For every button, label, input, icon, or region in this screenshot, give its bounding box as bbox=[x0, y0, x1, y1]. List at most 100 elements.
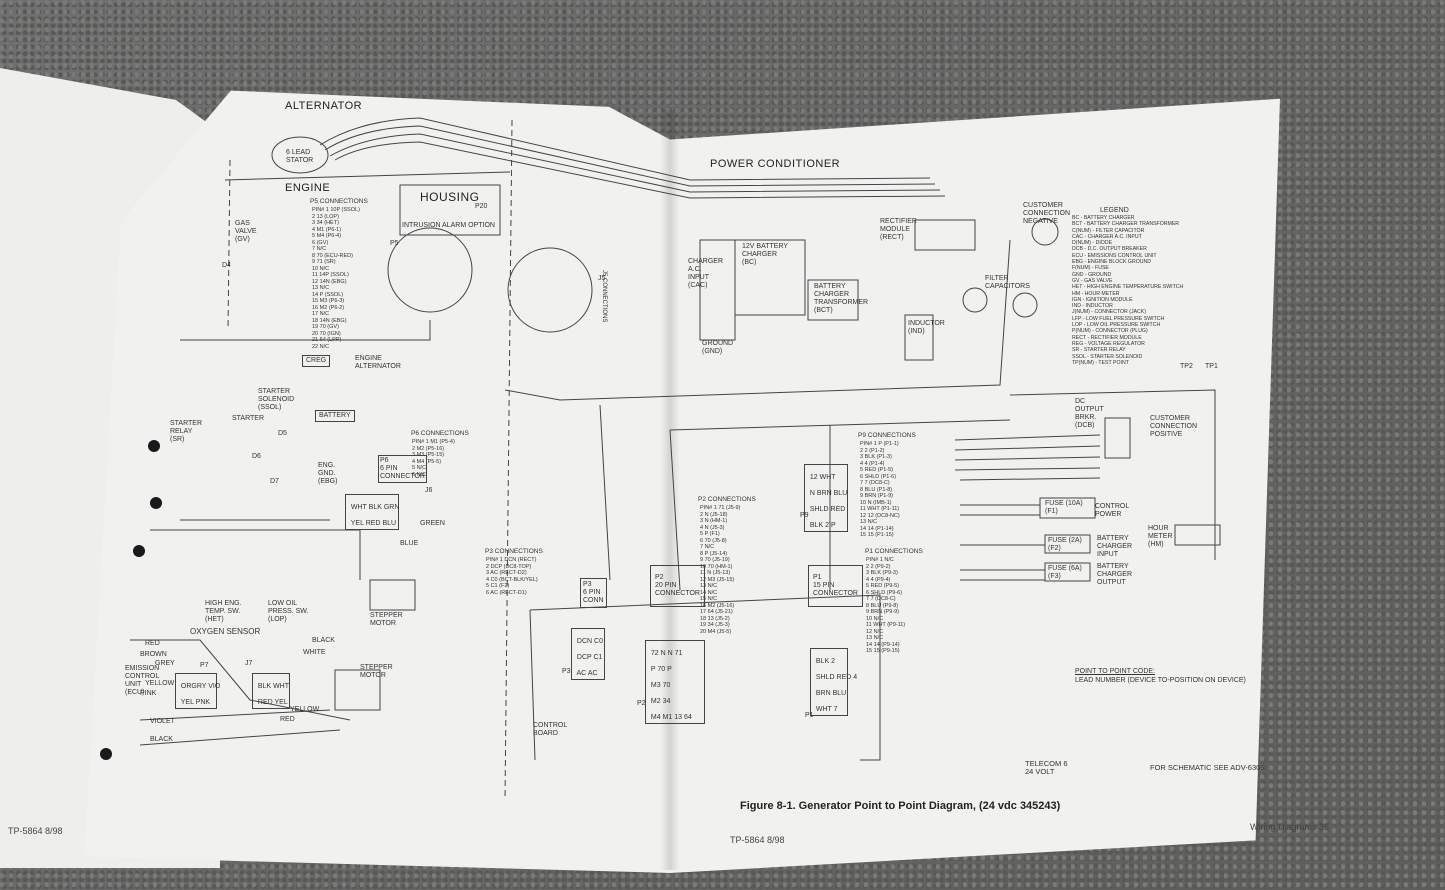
fuse-batt-in-box: FUSE (2A) (F2) bbox=[1048, 537, 1082, 552]
j6-pin-label: J6 bbox=[425, 487, 433, 494]
p7-grid: ORGRY VIO YEL PNK bbox=[175, 673, 220, 709]
wire-grey: GREY bbox=[155, 660, 175, 667]
wire-white: WHITE bbox=[303, 649, 326, 656]
p2-connections-title: P2 CONNECTIONS bbox=[698, 496, 756, 503]
p2-connections-list: PIN# 1 71 (J5-9) 2 N (J5-18) 3 N (HM-1) … bbox=[700, 505, 741, 635]
p2-grid: 72 N N 71 P 70 P M3 70 M2 34 M4 M1 13 64 bbox=[645, 640, 705, 724]
ground-label: GROUND (GND) bbox=[702, 340, 734, 355]
fuse-batt-out-label: BATTERY CHARGER OUTPUT bbox=[1097, 563, 1133, 586]
battery-charger-label: 12V BATTERY CHARGER (BC) bbox=[742, 243, 789, 266]
d7-label: D7 bbox=[270, 478, 279, 485]
legend-list: BC - BATTERY CHARGER BCT - BATTERY CHARG… bbox=[1072, 215, 1184, 366]
engine-heading: ENGINE bbox=[285, 182, 331, 194]
j7-pin-label: J7 bbox=[245, 660, 253, 667]
telecom-label: TELECOM 6 24 VOLT bbox=[1025, 759, 1068, 776]
p3-connections-list: PIN# 1 DCN (RECT) 2 DCP (DC8-TOP) 3 AC (… bbox=[486, 557, 538, 596]
wiring-diagram-page bbox=[84, 90, 1280, 873]
customer-negative-label: CUSTOMER CONNECTION NEGATIVE bbox=[1023, 202, 1071, 225]
engine-alternator-label: ENGINE ALTERNATOR bbox=[355, 355, 401, 370]
dc-breaker-label: DC OUTPUT BRKR. (DCB) bbox=[1075, 398, 1104, 429]
schematic-reference: FOR SCHEMATIC SEE ADV-6306 bbox=[1150, 763, 1265, 772]
j6-grid: WHT BLK GRN YEL RED BLU bbox=[345, 494, 399, 530]
starter-relay-label: STARTER RELAY (SR) bbox=[170, 420, 203, 443]
filter-capacitors-label: FILTER CAPACITORS bbox=[985, 275, 1030, 290]
charger-input-label: CHARGER A.C. INPUT (CAC) bbox=[688, 258, 724, 289]
fuse-batt-in-label: BATTERY CHARGER INPUT bbox=[1097, 535, 1133, 558]
p2-pin-label: P2 bbox=[637, 700, 646, 707]
legend-title: LEGEND bbox=[1100, 207, 1129, 214]
p5-connections-title: P5 CONNECTIONS bbox=[310, 198, 368, 205]
p6-connections-title: P6 CONNECTIONS bbox=[411, 430, 469, 437]
figure-caption: Figure 8-1. Generator Point to Point Dia… bbox=[740, 800, 1061, 812]
p3-connections-title: P3 CONNECTIONS bbox=[485, 548, 543, 555]
p9-connections-title: P9 CONNECTIONS bbox=[858, 432, 916, 439]
page-gutter bbox=[660, 110, 680, 870]
wire-black-2: BLACK bbox=[312, 637, 335, 644]
low-oil-label: LOW OIL PRESS. SW. (LOP) bbox=[268, 600, 309, 623]
tp2-label: TP2 bbox=[1180, 363, 1193, 370]
binder-hole bbox=[148, 440, 160, 452]
d6-label: D6 bbox=[252, 453, 261, 460]
fuse-control-label: CONTROL POWER bbox=[1095, 503, 1130, 518]
d4-label: D4 bbox=[222, 262, 231, 269]
p3-pin-label: P3 bbox=[562, 668, 571, 675]
binder-hole bbox=[133, 545, 145, 557]
gas-valve-label: GAS VALVE (GV) bbox=[235, 220, 257, 243]
left-page-footer: TP-5864 8/98 bbox=[8, 826, 63, 836]
creg-box: CREG bbox=[302, 355, 331, 367]
p9-grid: 12 WHT N BRN BLU SHLD RED BLK 2 P bbox=[804, 464, 848, 532]
p1-connector-box: P1 15 PIN CONNECTOR bbox=[808, 565, 863, 607]
housing-heading: HOUSING bbox=[420, 190, 480, 204]
wire-black: BLACK bbox=[150, 736, 173, 743]
p1-grid: BLK 2 SHLD RED 4 BRN BLU WHT 7 bbox=[810, 648, 857, 716]
hour-meter-label: HOUR METER (HM) bbox=[1148, 525, 1173, 548]
wire-green: GREEN bbox=[420, 520, 445, 527]
fuse-control-box: FUSE (10A) (F1) bbox=[1045, 500, 1083, 515]
p1-connections-title: P1 CONNECTIONS bbox=[865, 548, 923, 555]
intrusion-label: INTRUSION ALARM OPTION bbox=[402, 222, 495, 229]
emission-unit-label: EMISSION CONTROL UNIT (ECU) bbox=[125, 665, 160, 696]
footer-right: Wiring Diagrams 35 bbox=[1250, 822, 1330, 832]
p5-connections-list: PIN# 1 10P (SSOL) 2 13 (LOP) 3 34 (HET) … bbox=[312, 207, 360, 350]
p9-connections-list: PIN# 1 P (P1-1) 2 2 (P1-2) 3 BLK (P1-3) … bbox=[860, 441, 900, 538]
rectifier-label: RECTIFIER MODULE (RECT) bbox=[880, 218, 917, 241]
wire-yellow-2: YELLOW bbox=[290, 706, 320, 713]
alternator-heading: ALTERNATOR bbox=[285, 100, 363, 112]
wire-brown: BROWN bbox=[140, 651, 167, 658]
point-code-title: POINT TO POINT CODE: bbox=[1075, 668, 1155, 675]
p5-pin-label: P5 bbox=[390, 240, 399, 247]
starter-solenoid-label: STARTER SOLENOID (SSOL) bbox=[258, 388, 295, 411]
p7-pin-label: P7 bbox=[200, 662, 209, 669]
tp1-label: TP1 bbox=[1205, 363, 1218, 370]
stator-label: 6 LEAD STATOR bbox=[286, 149, 314, 164]
eng-gnd-label: ENG. GND. (EBG) bbox=[318, 462, 338, 485]
power-conditioner-heading: POWER CONDITIONER bbox=[710, 158, 841, 170]
binder-hole bbox=[100, 748, 112, 760]
wire-red: RED bbox=[145, 640, 160, 647]
d5-label: D5 bbox=[278, 430, 287, 437]
p1-pin-label: P1 bbox=[805, 712, 814, 719]
wire-yellow: YELLOW bbox=[145, 680, 175, 687]
fuse-batt-out-box: FUSE (6A) (F3) bbox=[1048, 565, 1082, 580]
wire-blue: BLUE bbox=[400, 540, 419, 547]
p6-connector-box: P6 6 PIN CONNECTOR bbox=[378, 455, 427, 483]
customer-positive-label: CUSTOMER CONNECTION POSITIVE bbox=[1150, 415, 1198, 438]
p3-connector-box: P3 6 PIN CONN bbox=[580, 578, 607, 608]
starter-label: STARTER bbox=[232, 415, 265, 422]
high-eng-temp-label: HIGH ENG. TEMP. SW. (HET) bbox=[205, 600, 242, 623]
wire-red-2: RED bbox=[280, 716, 295, 723]
battery-box: BATTERY bbox=[315, 410, 355, 422]
point-code-text: LEAD NUMBER (DEVICE TO-POSITION ON DEVIC… bbox=[1075, 677, 1246, 684]
stepper-motor-label-1: STEPPER MOTOR bbox=[370, 612, 403, 627]
control-board-label: CONTROL BOARD bbox=[533, 722, 568, 737]
j5-pin-label: J5 bbox=[598, 275, 606, 282]
oxygen-sensor-label: OXYGEN SENSOR bbox=[190, 627, 261, 636]
wire-violet: VIOLET bbox=[150, 718, 175, 725]
wire-pink: PINK bbox=[140, 690, 157, 697]
j5-connections-title: J5 CONNECTIONS bbox=[601, 270, 607, 323]
stepper-motor-label-2: STEPPER MOTOR bbox=[360, 664, 393, 679]
p20-label: P20 bbox=[475, 203, 488, 210]
inductor-label: INDUCTOR (IND) bbox=[908, 320, 945, 335]
p2-connector-box: P2 20 PIN CONNECTOR bbox=[650, 565, 705, 607]
